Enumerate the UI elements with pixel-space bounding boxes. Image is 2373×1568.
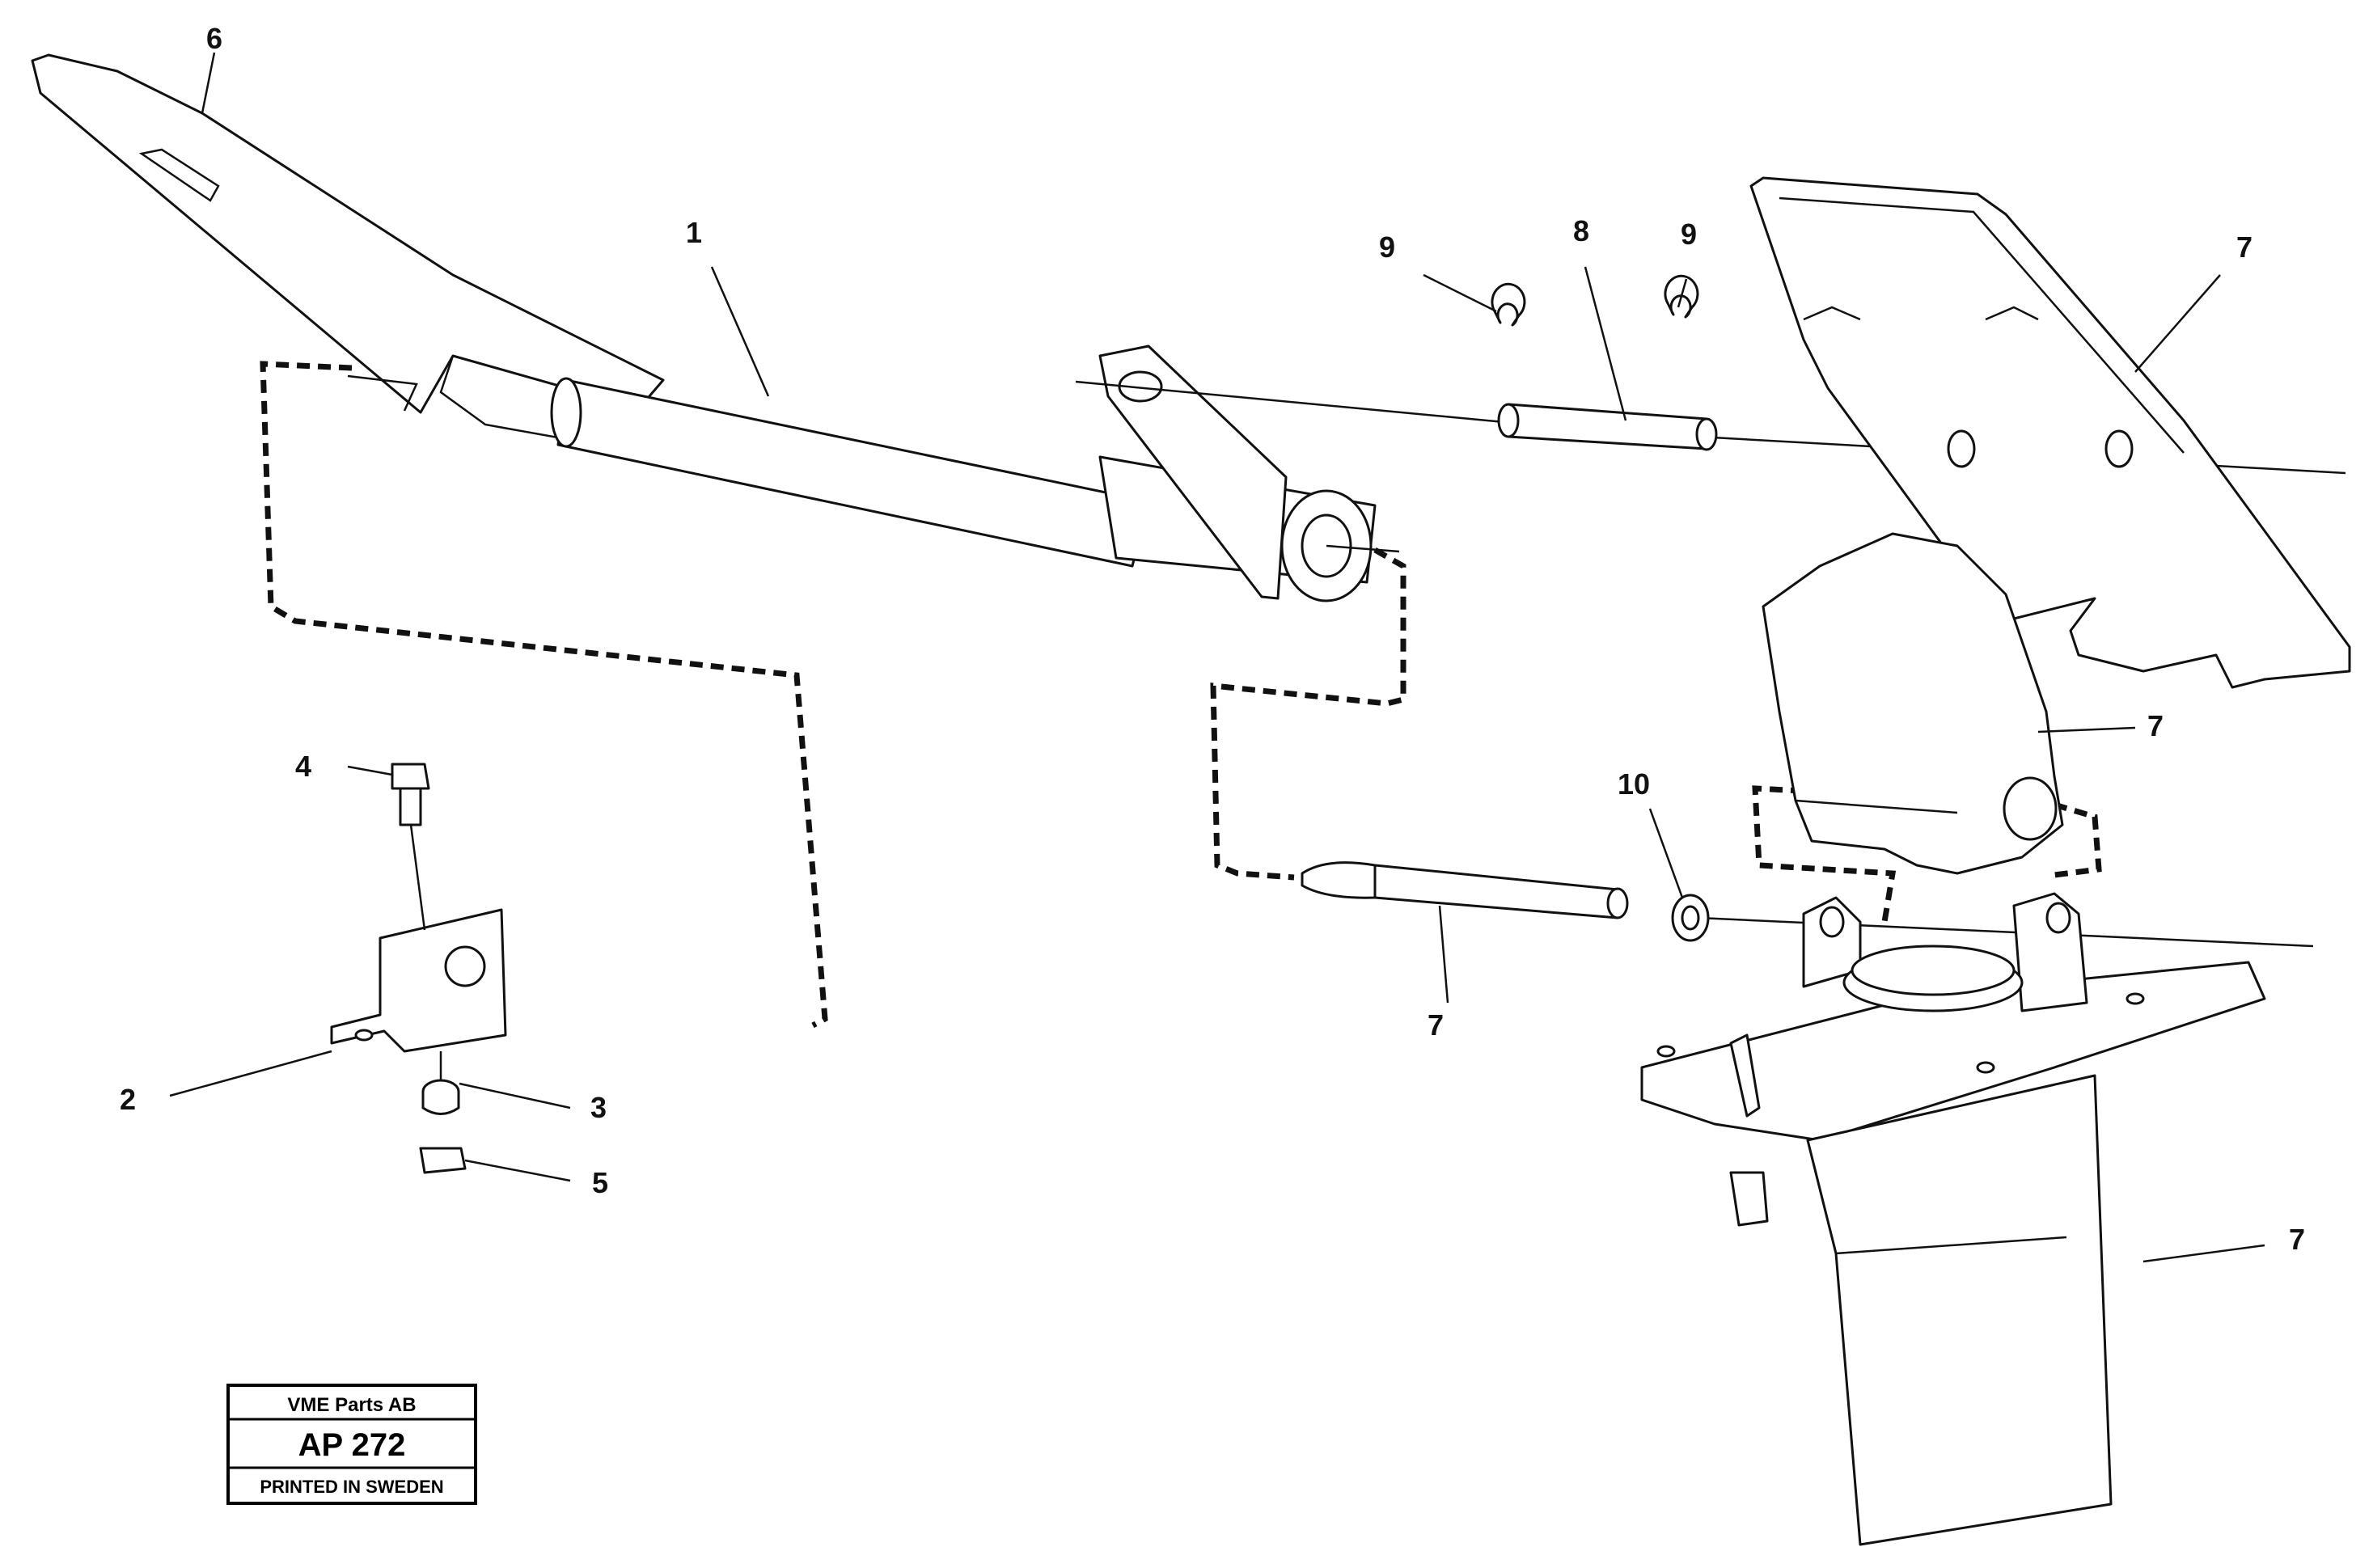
callout-8: 8 <box>1573 214 1589 247</box>
callout-1: 1 <box>686 216 702 249</box>
long-pin-part <box>1301 861 1629 919</box>
circlip-right <box>1664 274 1699 319</box>
leader-lines <box>169 52 2265 1263</box>
callout-9-right: 9 <box>1681 218 1697 251</box>
stamp-code: AP 272 <box>298 1427 406 1463</box>
lever-arm-part <box>1762 532 2064 875</box>
callout-7-valve: 7 <box>2289 1223 2305 1256</box>
callout-2: 2 <box>120 1083 136 1116</box>
callout-7-pin: 7 <box>1428 1008 1444 1042</box>
callout-3: 3 <box>590 1091 607 1124</box>
circlip-left <box>1491 282 1526 327</box>
stamp-printed: PRINTED IN SWEDEN <box>260 1477 443 1497</box>
washer-part <box>1671 894 1710 942</box>
pedal-shaft-part <box>550 344 1377 602</box>
assembly-dashed-lines <box>260 361 2102 1029</box>
callout-5: 5 <box>592 1166 608 1199</box>
callout-7-lever: 7 <box>2147 709 2164 742</box>
callout-6: 6 <box>206 22 222 55</box>
stamp-company: VME Parts AB <box>287 1394 416 1416</box>
bolt-part <box>391 763 430 931</box>
callout-7-top: 7 <box>2236 230 2252 264</box>
callout-9-left: 9 <box>1379 230 1395 264</box>
parts-stamp: VME Parts AB AP 272 PRINTED IN SWEDEN <box>226 1384 477 1505</box>
mounting-bracket-part <box>330 908 507 1053</box>
callout-4: 4 <box>295 750 311 783</box>
nut-part <box>419 1051 467 1174</box>
valve-body-part <box>1640 892 2266 1546</box>
callout-10: 10 <box>1618 767 1650 801</box>
pedal-plate-part <box>31 53 665 446</box>
spacer-part <box>421 1079 460 1115</box>
pin-part <box>1497 403 1718 451</box>
